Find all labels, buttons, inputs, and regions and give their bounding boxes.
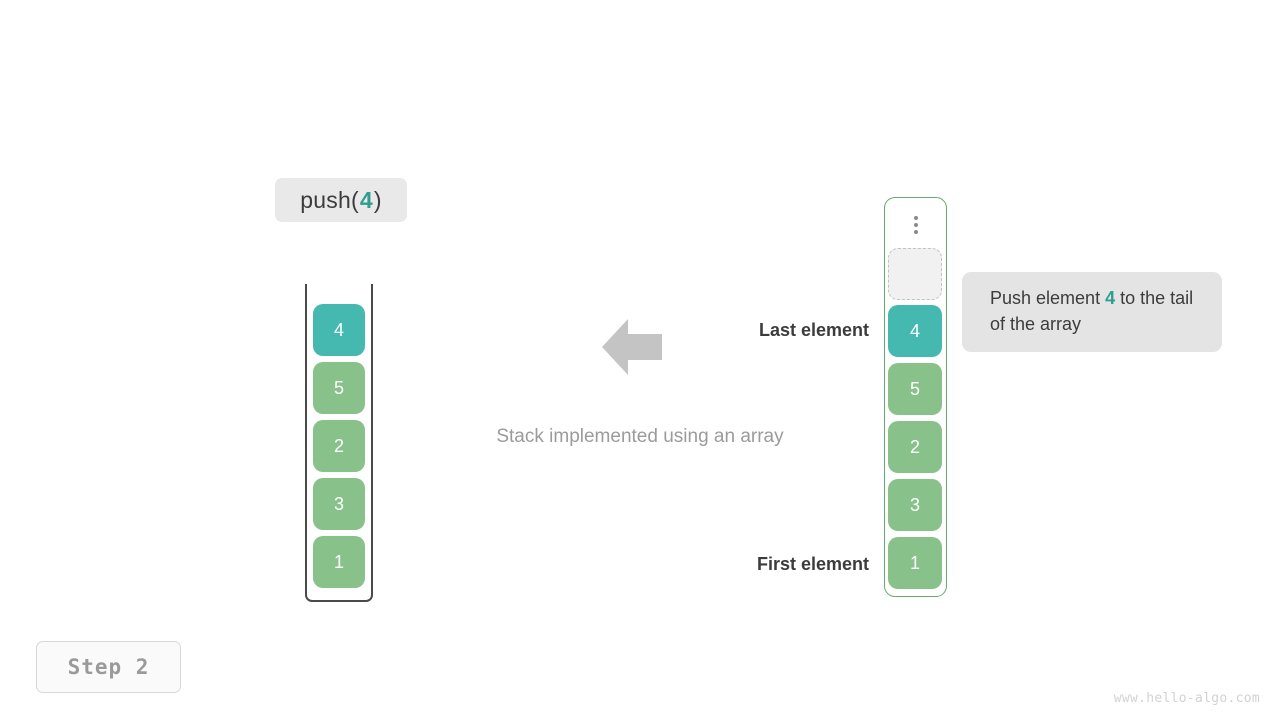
stack-cell-value: 5 [333, 377, 344, 398]
array-cell: 3 [888, 479, 942, 531]
array-cell-value: 1 [909, 552, 920, 573]
tooltip-accent-value: 4 [1105, 288, 1116, 308]
array-cell: 5 [888, 363, 942, 415]
stack-cell-value: 4 [333, 319, 344, 340]
stack-cell-list: 4 5 2 3 1 [313, 304, 365, 588]
array-cell: 2 [888, 421, 942, 473]
array-container [884, 197, 947, 597]
array-cell: 1 [888, 537, 942, 589]
tooltip-text-after: to the tail of the array [990, 288, 1194, 334]
ellipsis-dot [913, 223, 918, 227]
step-badge: Step 2 [36, 641, 181, 693]
stack-cell-value: 1 [333, 551, 344, 572]
array-cell-value: 2 [909, 436, 920, 457]
array-empty-slot [888, 248, 942, 300]
array-cell-value: 4 [909, 320, 920, 341]
array-cell-value: 3 [909, 494, 920, 515]
left-arrow-icon [602, 319, 662, 375]
stack-cell: 5 [313, 362, 365, 414]
array-cell-value: 5 [909, 378, 920, 399]
tooltip-text-before: Push element [990, 288, 1106, 308]
stack-cell-value: 2 [333, 435, 344, 456]
stack-cell: 2 [313, 420, 365, 472]
ellipsis-dot [913, 216, 918, 220]
annotation-tooltip: Push element 4 to the tail of the array [962, 272, 1222, 352]
operation-suffix: ) [373, 186, 382, 213]
operation-badge: push(4) [275, 178, 407, 222]
stack-cell-value: 3 [333, 493, 344, 514]
vertical-ellipsis-icon [884, 210, 947, 240]
operation-argument: 4 [359, 186, 373, 213]
diagram-caption: Stack implemented using an array [496, 426, 784, 447]
stack-container [305, 284, 373, 602]
watermark: www.hello-algo.com [1113, 691, 1260, 706]
array-cell: 4 [888, 305, 942, 357]
last-element-label: Last element [758, 320, 869, 340]
first-element-label: First element [756, 554, 869, 574]
stack-cell: 3 [313, 478, 365, 530]
array-cell-list: 4 5 2 3 1 [888, 305, 942, 589]
operation-prefix: push( [300, 186, 359, 213]
stack-cell: 1 [313, 536, 365, 588]
stack-cell: 4 [313, 304, 365, 356]
ellipsis-dot [913, 230, 918, 234]
